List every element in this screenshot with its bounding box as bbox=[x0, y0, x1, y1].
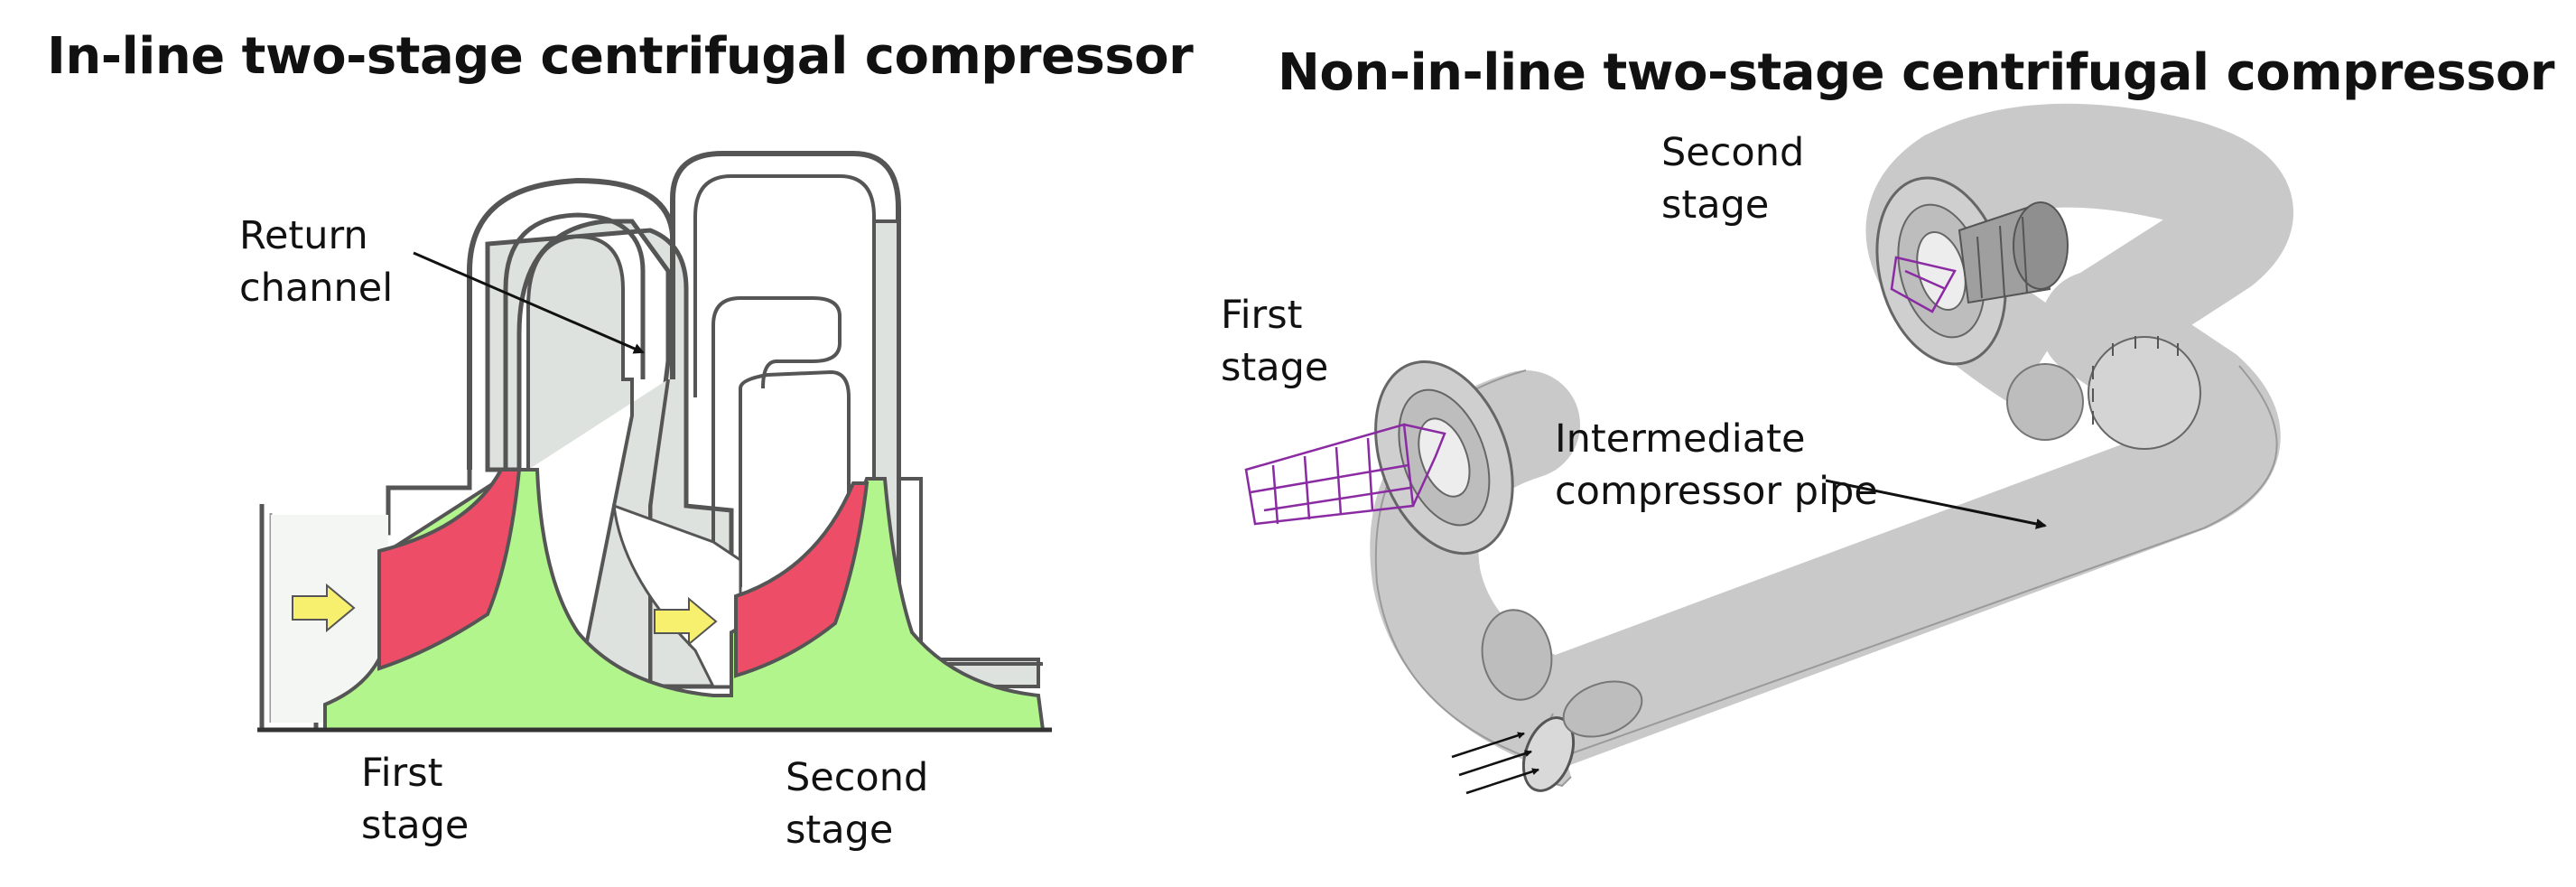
pipe-opening-large bbox=[2088, 336, 2201, 450]
return-channel-pointer bbox=[413, 251, 645, 354]
right-title: Non-in-line two-stage centrifugal compre… bbox=[1278, 43, 2555, 102]
label-first-line2: stage bbox=[361, 803, 470, 848]
inlet-arrow-1 bbox=[1451, 732, 1525, 759]
second-stage-loop-inner bbox=[693, 174, 876, 587]
left-title: In-line two-stage centrifugal compressor bbox=[47, 27, 1194, 86]
label-first-r-line2: stage bbox=[1221, 345, 1329, 390]
label-intermediate-pipe: Intermediate compressor pipe bbox=[1555, 413, 1878, 518]
label-second-r-line2: stage bbox=[1661, 182, 1770, 228]
second-impeller-blade bbox=[734, 481, 870, 678]
label-second-line2: stage bbox=[786, 808, 894, 853]
label-first-line1: First bbox=[361, 751, 443, 796]
first-stage-mesh bbox=[1244, 423, 1446, 526]
second-stage-loop bbox=[670, 151, 901, 587]
pipe-cut-2 bbox=[1562, 680, 1643, 738]
flow-arrow-2 bbox=[654, 596, 718, 647]
second-stage-mesh bbox=[1890, 256, 1957, 313]
return-channel-fill bbox=[526, 234, 670, 688]
inlet-arrow-2 bbox=[1458, 750, 1532, 777]
label-return-channel: Return channel bbox=[239, 210, 393, 314]
first-impeller-blade bbox=[377, 468, 522, 671]
label-second-r-line1: Second bbox=[1661, 130, 1805, 175]
pipe-pointer bbox=[1825, 479, 2047, 529]
flow-arrow-1 bbox=[292, 583, 356, 633]
label-second-stage-left: Second stage bbox=[786, 752, 928, 856]
inline-compressor-section bbox=[257, 151, 1052, 733]
second-stage-spool bbox=[1958, 201, 2069, 304]
label-second-stage-right: Second stage bbox=[1661, 126, 1804, 231]
label-second-line1: Second bbox=[786, 755, 929, 800]
label-return-line2: channel bbox=[239, 266, 394, 311]
inlet-arrow-3 bbox=[1465, 768, 1539, 795]
label-return-line1: Return bbox=[239, 213, 368, 258]
label-pipe-line1: Intermediate bbox=[1555, 416, 1806, 462]
inner-channel-2 bbox=[739, 369, 851, 587]
crossover-cavity bbox=[612, 503, 742, 688]
return-channel-inner bbox=[503, 212, 646, 470]
return-channel-loop bbox=[467, 177, 675, 470]
pipe-opening-ticks bbox=[2092, 336, 2179, 425]
pipe-opening-small bbox=[2006, 363, 2084, 441]
non-inline-compressor bbox=[1244, 103, 2293, 795]
label-first-r-line1: First bbox=[1221, 293, 1303, 338]
inner-channel bbox=[711, 296, 842, 587]
pipe-cut-1 bbox=[1481, 609, 1553, 701]
label-first-stage-left: First stage bbox=[361, 747, 469, 852]
label-first-stage-right: First stage bbox=[1221, 289, 1328, 394]
outer-right-wall bbox=[897, 388, 1043, 666]
label-pipe-line2: compressor pipe bbox=[1555, 469, 1878, 514]
